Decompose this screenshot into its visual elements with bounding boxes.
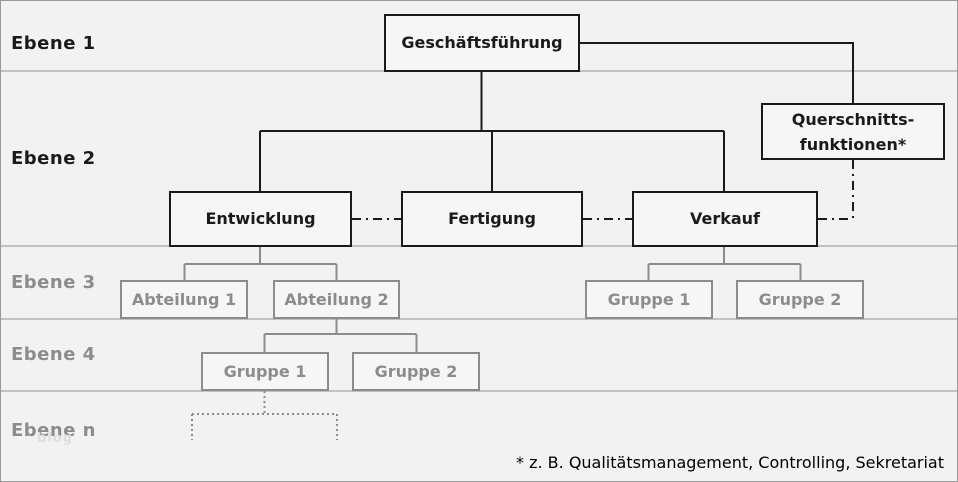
- node-label-line1: Querschnitts-: [791, 109, 915, 129]
- node-label-line2: funktionen*: [799, 134, 907, 154]
- node-label: Fertigung: [448, 209, 536, 228]
- node-querschnittsfunktionen: Querschnitts- funktionen*: [761, 103, 945, 160]
- node-geschaeftsfuehrung: Geschäftsführung: [384, 14, 580, 72]
- node-label: Entwicklung: [205, 209, 316, 228]
- level-n-dotted-bracket: [191, 391, 338, 440]
- node-verkauf-gruppe-2: Gruppe 2: [736, 280, 864, 319]
- node-entwicklung: Entwicklung: [169, 191, 352, 247]
- level-label-ebene-n: Ebene n: [11, 420, 96, 441]
- node-abteilung2-gruppe-1: Gruppe 1: [201, 352, 329, 391]
- node-verkauf-gruppe-1: Gruppe 1: [585, 280, 713, 319]
- level-label-ebene-4: Ebene 4: [11, 344, 96, 365]
- node-abteilung-2: Abteilung 2: [273, 280, 400, 319]
- primary-connectors: [259, 42, 854, 191]
- secondary-connectors: [183, 246, 802, 352]
- node-label: Gruppe 2: [758, 289, 842, 309]
- watermark: blog: [37, 431, 73, 446]
- level-label-ebene-2: Ebene 2: [11, 148, 96, 169]
- node-label: Gruppe 1: [607, 289, 691, 309]
- node-label: Geschäftsführung: [401, 33, 563, 52]
- node-label: Gruppe 2: [374, 361, 458, 381]
- node-label: Gruppe 1: [223, 361, 307, 381]
- node-abteilung2-gruppe-2: Gruppe 2: [352, 352, 480, 391]
- node-verkauf: Verkauf: [632, 191, 818, 247]
- gf-to-querschnitt-line: [580, 42, 854, 103]
- node-label: Abteilung 1: [131, 289, 237, 309]
- lateral-dashdot-links: [352, 160, 854, 220]
- node-label: Verkauf: [689, 209, 761, 228]
- node-abteilung-1: Abteilung 1: [120, 280, 248, 319]
- node-fertigung: Fertigung: [401, 191, 583, 247]
- level-label-ebene-1: Ebene 1: [11, 33, 96, 54]
- footnote: * z. B. Qualitätsmanagement, Controlling…: [516, 453, 944, 472]
- node-label: Abteilung 2: [284, 289, 389, 309]
- level-label-ebene-3: Ebene 3: [11, 272, 96, 293]
